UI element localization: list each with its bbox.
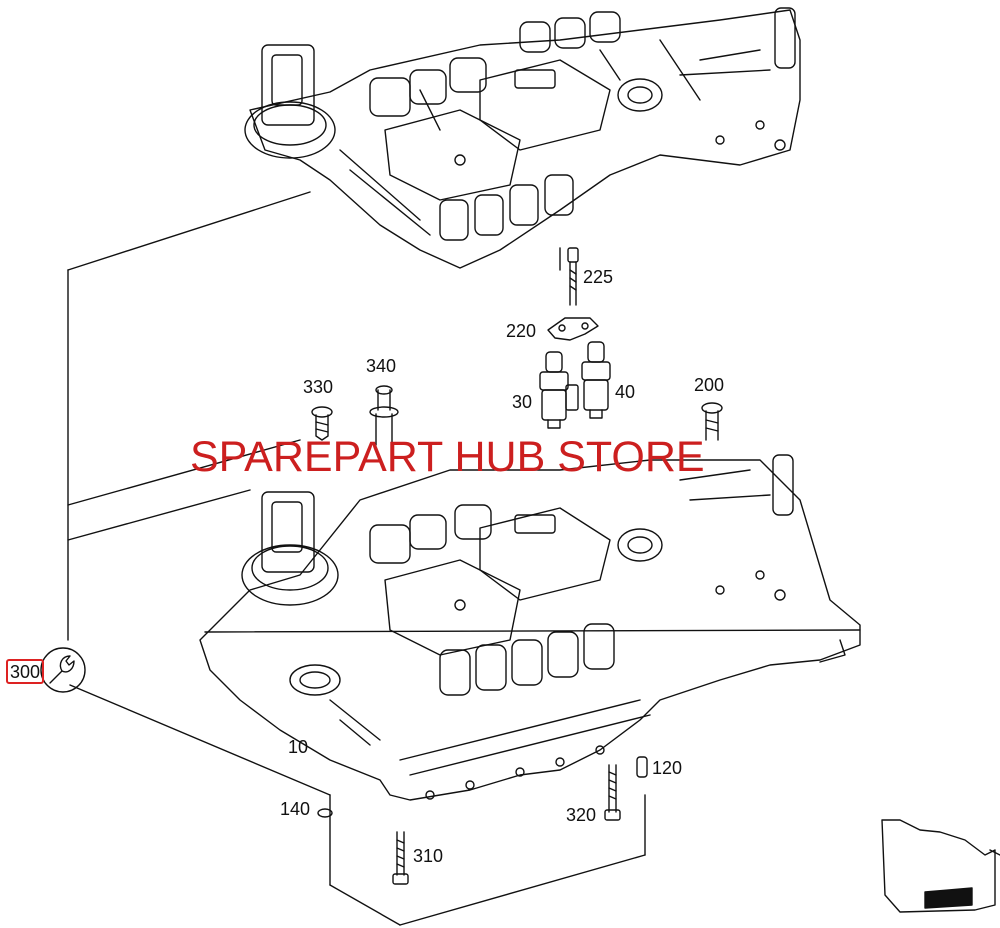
store-watermark: SPAREPART HUB STORE [190,433,705,481]
lower-valve-body [199,454,861,801]
callout-120: 120 [652,758,683,778]
bolt-320 [604,764,621,821]
callout-320: 320 [566,805,597,825]
bolt-310 [392,831,409,885]
sleeve-340 [369,385,399,446]
callout-300: 300 [6,659,45,684]
bracket-220 [547,317,599,341]
bolt-225 [567,247,579,306]
upper-valve-body [244,7,801,269]
callout-30: 30 [512,392,533,412]
bolt-200 [701,402,723,441]
callout-40: 40 [615,382,636,402]
pin-120 [636,756,648,778]
callout-10: 10 [288,737,309,757]
callout-340: 340 [366,356,397,376]
solenoid-40 [581,341,611,419]
callout-225: 225 [583,267,614,287]
callout-310: 310 [413,846,444,866]
screw-330 [311,406,333,441]
wrench-icon [40,647,86,693]
callout-220: 220 [506,321,537,341]
solenoid-30 [539,351,579,429]
callout-330: 330 [303,377,334,397]
vehicle-locator-icon [881,819,1000,913]
callout-140: 140 [280,799,311,819]
callout-200: 200 [694,375,725,395]
o-ring-140 [317,808,333,818]
leader-lines [67,191,646,926]
